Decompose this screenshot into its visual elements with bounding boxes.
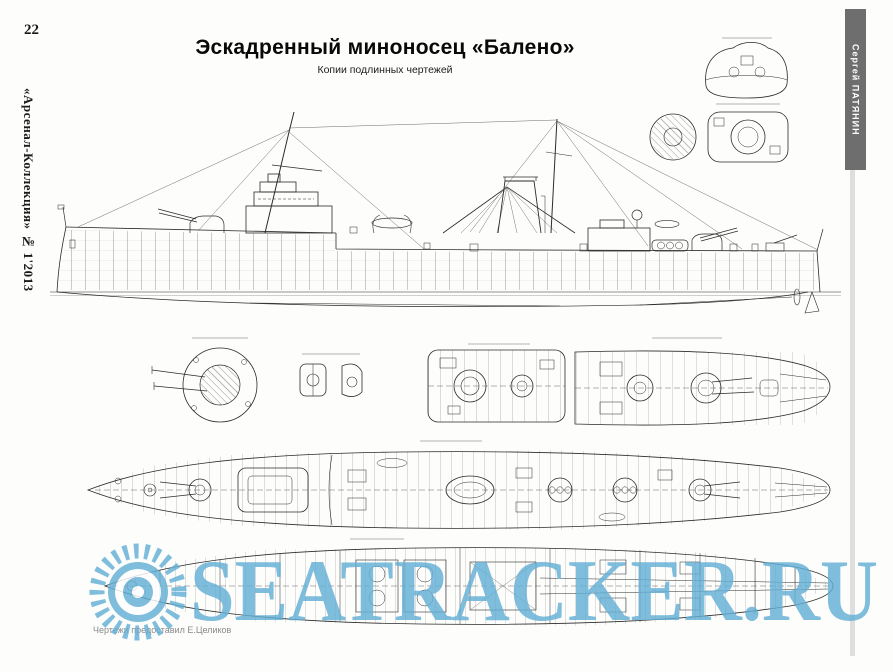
bridge-structure [245, 205, 333, 234]
aft-gun [691, 233, 723, 251]
funnel [497, 180, 542, 234]
spine-text: «Арсенал-Коллекция» № 1'2013 [21, 88, 36, 292]
torpedo-tubes [651, 239, 689, 252]
author-sidebar: Сергей ПАТЯНИН [845, 9, 866, 170]
upper-deck-plan-drawing [86, 440, 831, 529]
page-title: Эскадренный миноносец «Балено» [195, 36, 575, 59]
ships-boat [371, 217, 413, 229]
lower-deck-plan-drawing [103, 538, 834, 625]
forward-gun [189, 215, 225, 233]
midship-partial-plan-drawing [427, 343, 566, 423]
gun-platform-plan-drawing [151, 337, 258, 423]
author-name: Сергей ПАТЯНИН [850, 43, 861, 136]
funnel-top-detail-drawing [649, 103, 789, 163]
aft-deckhouse [587, 227, 651, 252]
page-subtitle: Копии подлинных чертежей [317, 64, 453, 77]
foremast [264, 111, 295, 234]
mainmast [550, 118, 558, 234]
bow-detail-plan-drawing [705, 37, 788, 99]
right-edge-rule [850, 170, 855, 656]
stern-partial-plan-drawing [574, 337, 831, 426]
rigging [77, 119, 557, 250]
page-number: 22 [24, 22, 39, 38]
page-header: Эскадренный миноносец «Балено» Копии под… [120, 36, 650, 76]
midship-awning [442, 186, 576, 234]
rigging [469, 120, 819, 251]
side-profile-drawing [50, 111, 841, 314]
searchlight [631, 209, 643, 221]
fitting-detail-plans-drawing [299, 353, 363, 397]
drawings-credit: Чертежи предоставил Е.Целиков [93, 625, 232, 635]
